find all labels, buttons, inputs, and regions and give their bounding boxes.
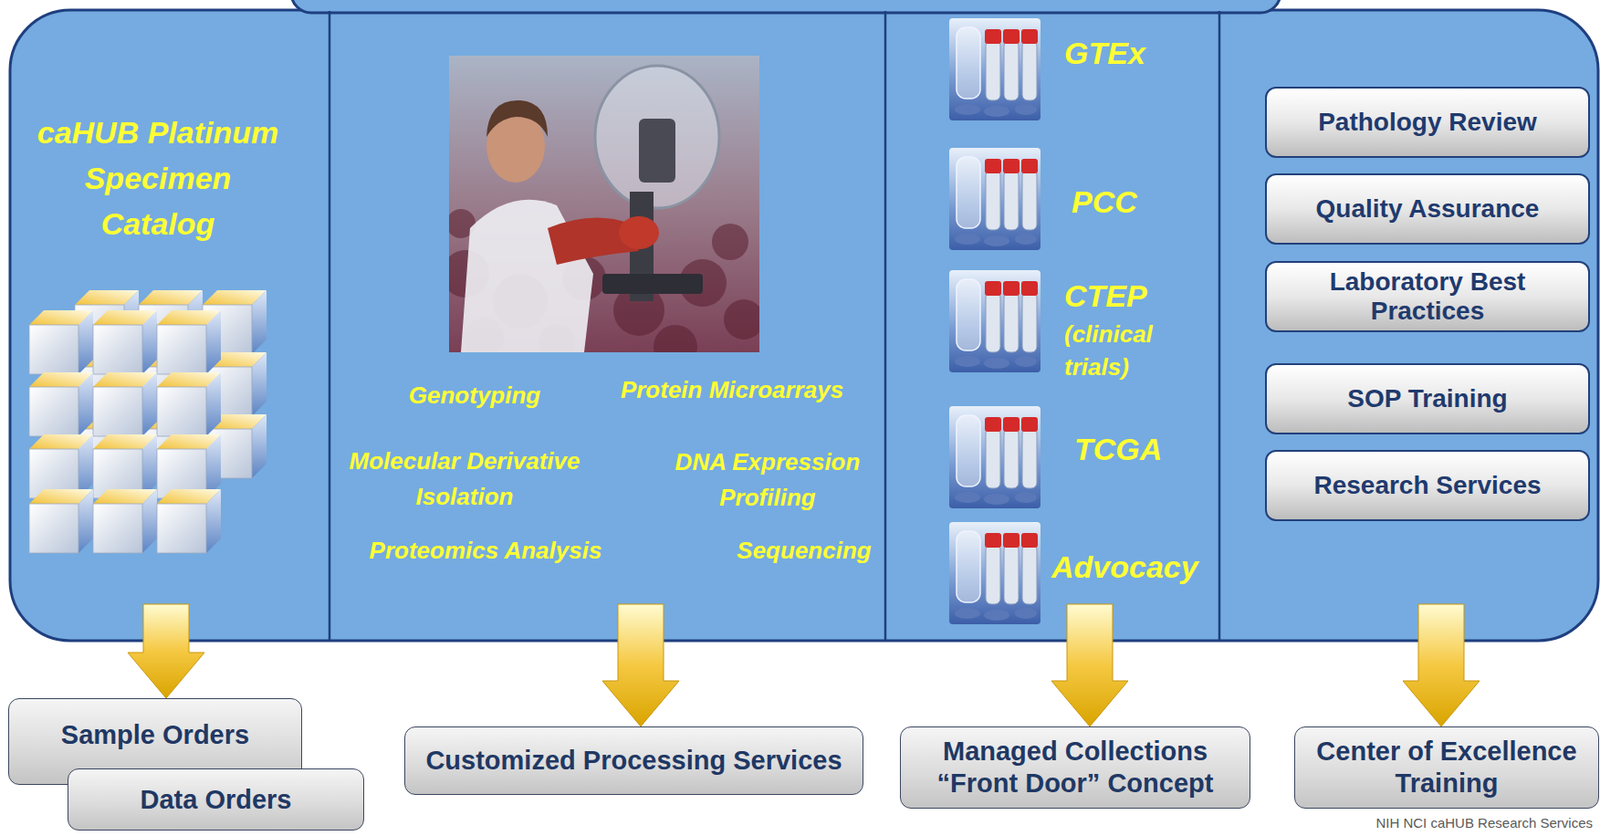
column-label: (clinical trials) (1064, 317, 1183, 384)
output-box: Data Orders (67, 768, 365, 831)
column-label: Proteomics Analysis (369, 533, 603, 569)
service-box: Pathology Review (1265, 86, 1590, 158)
box-label: Pathology Review (1317, 107, 1538, 137)
box-label: Data Orders (139, 784, 292, 816)
column-label: caHUB Platinum Specimen Catalog (30, 109, 286, 247)
output-box: Customized Processing Services (404, 726, 864, 795)
column-label: PCC (1071, 183, 1138, 220)
column-label: Protein Microarrays (620, 372, 844, 408)
column-label: Molecular Derivative Isolation (334, 443, 596, 515)
box-label: Quality Assurance (1316, 194, 1540, 224)
output-box: Center of Excellence Training (1294, 726, 1600, 809)
column-label: CTEP (1064, 277, 1148, 314)
box-label: Managed Collections “Front Door” Concept (913, 735, 1237, 800)
flow-arrow (127, 604, 205, 699)
service-box: Laboratory Best Practices (1265, 261, 1590, 333)
box-label: Laboratory Best Practices (1281, 267, 1574, 326)
column-label: Genotyping (408, 377, 541, 414)
box-label: Research Services (1313, 470, 1541, 501)
column-label: TCGA (1074, 430, 1162, 468)
service-box: Quality Assurance (1265, 173, 1590, 245)
box-label: Center of Excellence Training (1307, 735, 1586, 800)
flow-arrow (1051, 604, 1129, 727)
footer-note: NIH NCI caHUB Research Services (1375, 815, 1593, 831)
services-column: Genotyping Protein MicroarraysMolecular D… (329, 10, 886, 641)
collections-column: GTExPCC CTEP(clinical trials) TCGA Advocacy (885, 10, 1220, 641)
output-box: Managed Collections “Front Door” Concept (899, 726, 1251, 809)
service-box: Research Services (1265, 449, 1590, 522)
column-label: DNA Expression Profiling (651, 444, 885, 516)
box-label: SOP Training (1347, 384, 1507, 414)
column-label: GTEx (1064, 34, 1146, 72)
column-label: Advocacy (1051, 548, 1199, 586)
flow-arrow (1402, 604, 1480, 727)
column-label: Sequencing (736, 533, 871, 569)
excellence-column: Pathology ReviewQuality AssuranceLaborat… (1219, 10, 1600, 641)
box-label: Customized Processing Services (425, 744, 842, 777)
box-label: Sample Orders (61, 719, 250, 752)
flow-arrow (602, 604, 680, 727)
catalog-column: caHUB Platinum Specimen Catalog (10, 10, 330, 641)
service-box: SOP Training (1265, 363, 1590, 435)
